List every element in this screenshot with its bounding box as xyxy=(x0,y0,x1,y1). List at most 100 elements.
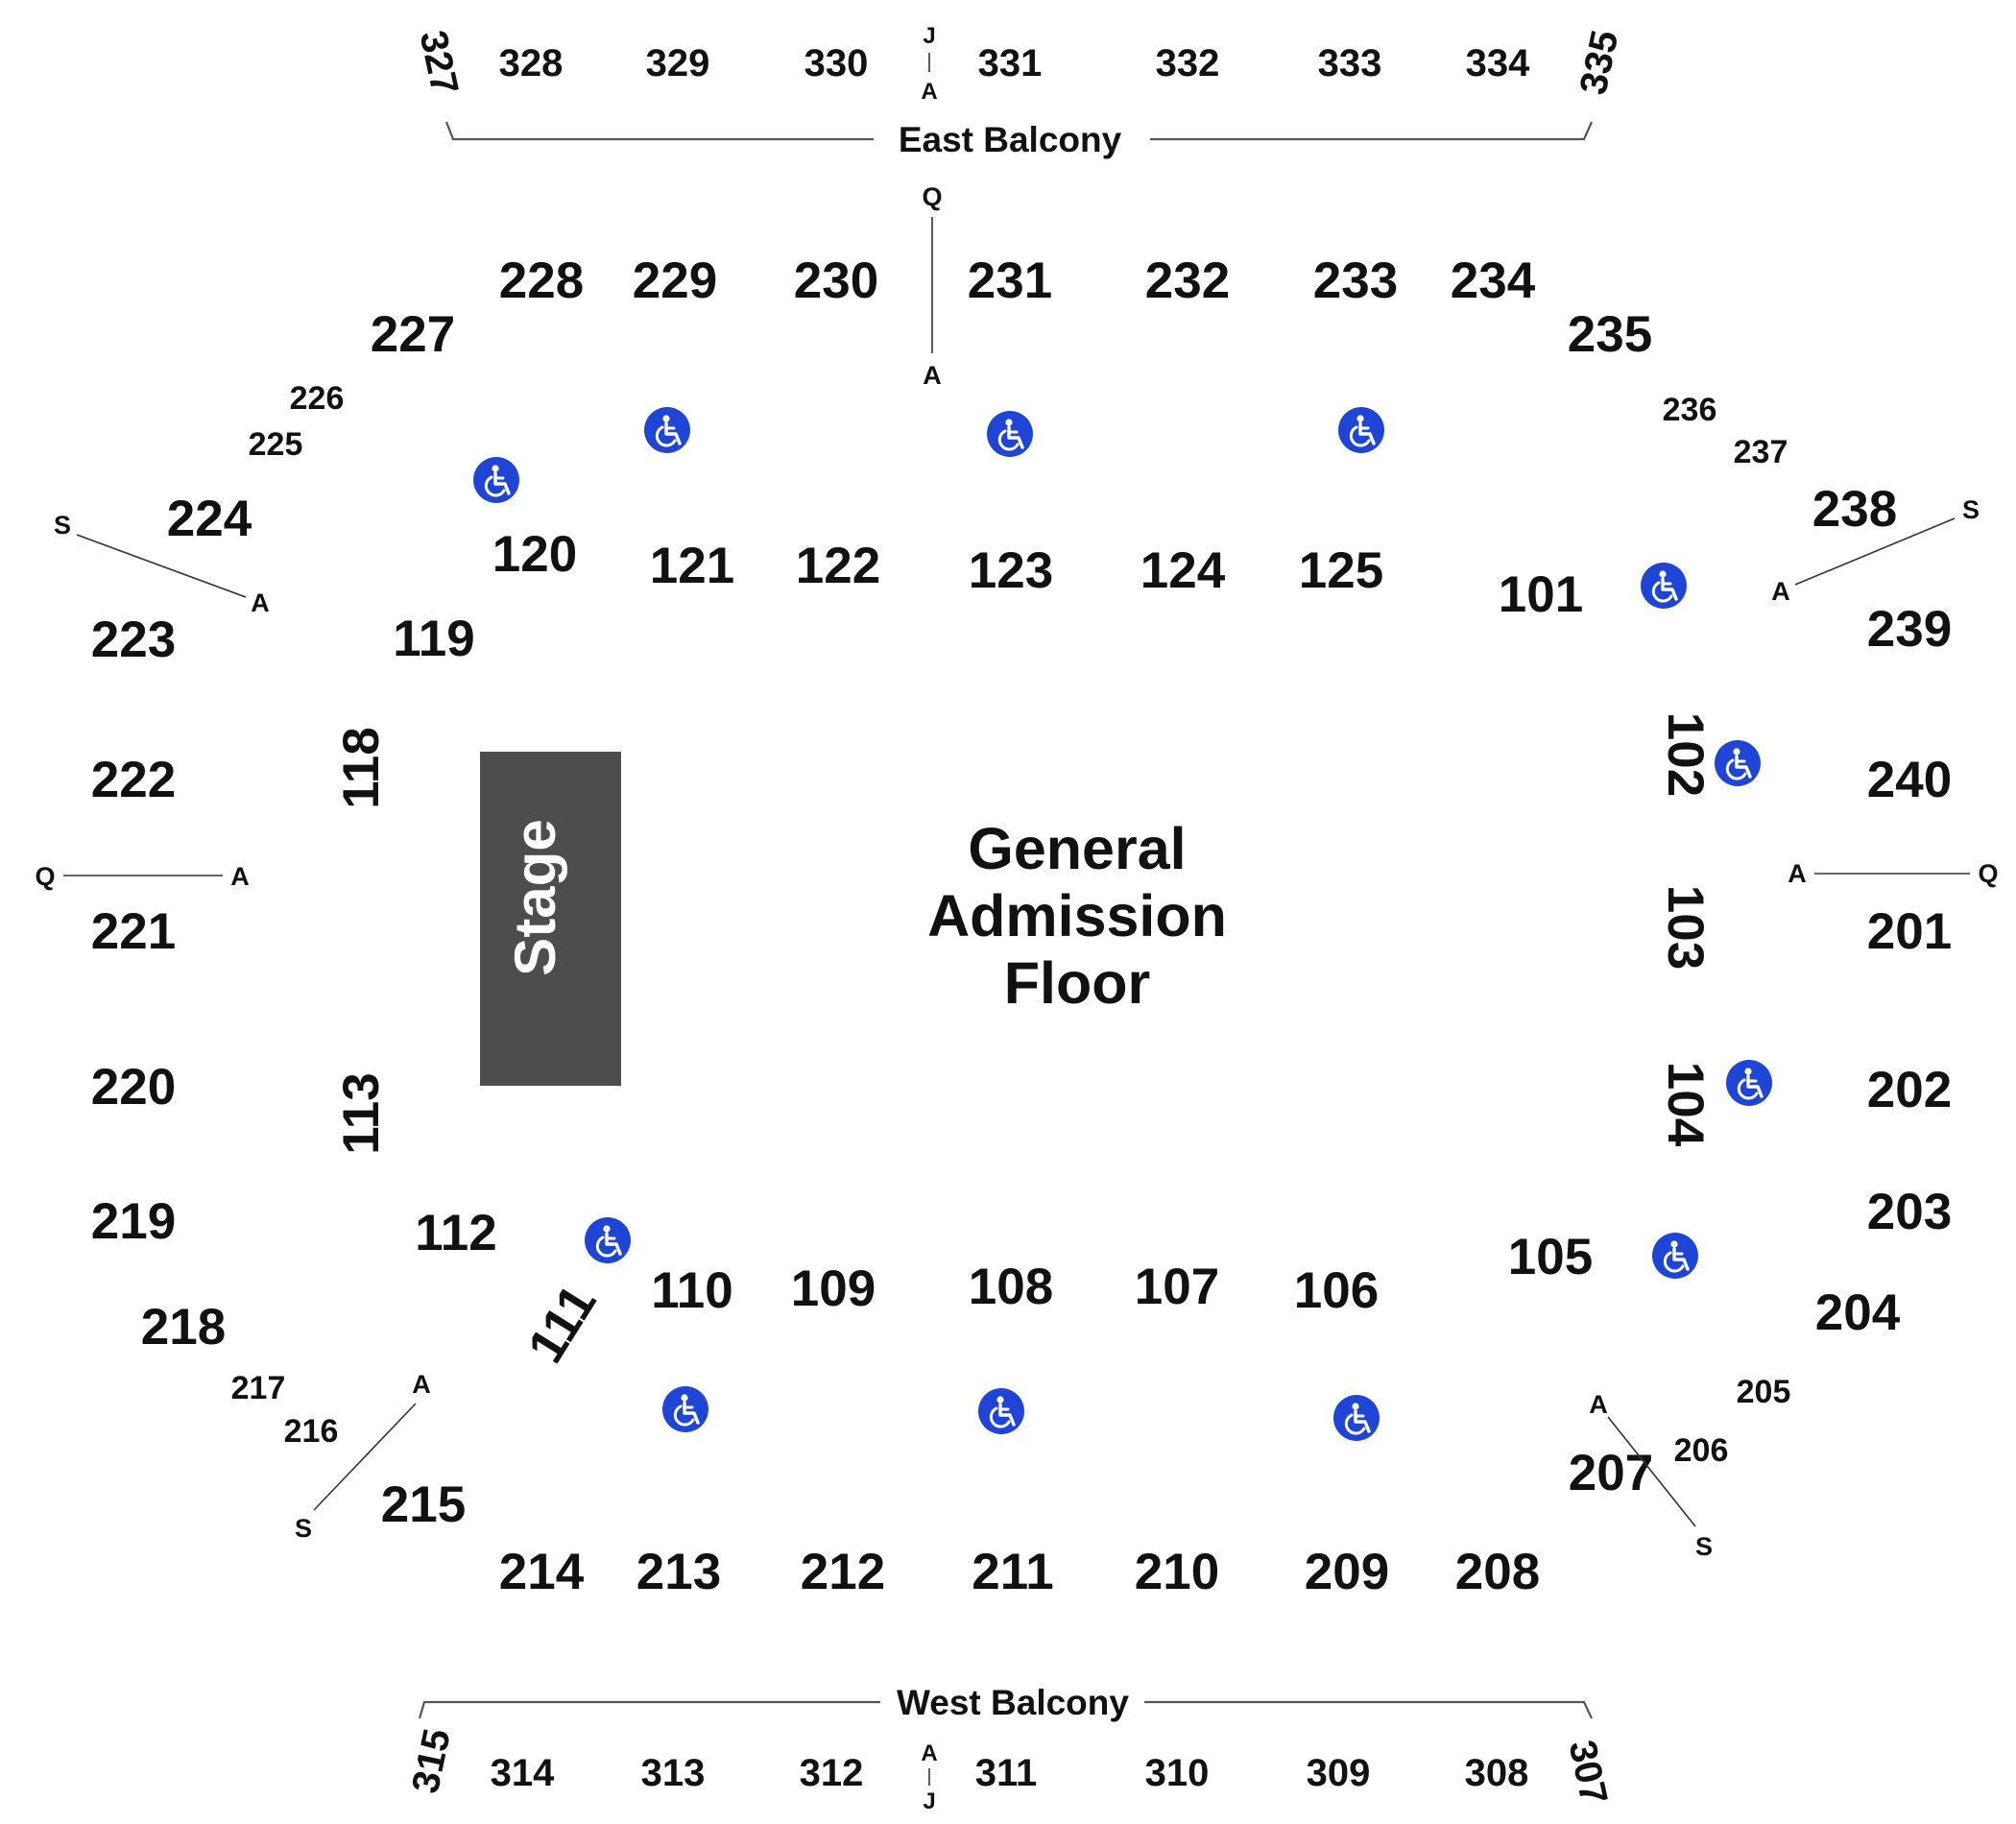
section-112[interactable]: 112 xyxy=(415,1205,497,1261)
section-220[interactable]: 220 xyxy=(91,1059,176,1116)
section-221[interactable]: 221 xyxy=(91,903,176,960)
section-105[interactable]: 105 xyxy=(1508,1229,1593,1285)
section-124[interactable]: 124 xyxy=(1140,542,1226,599)
section-313[interactable]: 313 xyxy=(641,1752,706,1794)
section-222[interactable]: 222 xyxy=(91,752,176,808)
upper-ring-bottom: 214 213 212 211 210 209 208 xyxy=(499,1544,1540,1600)
section-329[interactable]: 329 xyxy=(646,42,710,84)
section-327[interactable]: 327 xyxy=(412,27,467,98)
section-215[interactable]: 215 xyxy=(381,1476,466,1533)
section-335[interactable]: 335 xyxy=(1572,27,1627,98)
section-307[interactable]: 307 xyxy=(1561,1737,1616,1808)
section-228[interactable]: 228 xyxy=(499,252,584,309)
wheelchair-icon[interactable] xyxy=(976,1386,1026,1436)
section-202[interactable]: 202 xyxy=(1867,1062,1952,1118)
section-122[interactable]: 122 xyxy=(796,538,880,594)
section-109[interactable]: 109 xyxy=(791,1260,876,1317)
wheelchair-icon[interactable] xyxy=(1650,1231,1700,1281)
section-234[interactable]: 234 xyxy=(1451,252,1536,309)
wheelchair-icon[interactable] xyxy=(1332,1393,1381,1443)
section-333[interactable]: 333 xyxy=(1318,42,1382,84)
row-label-q: Q xyxy=(35,862,55,891)
section-314[interactable]: 314 xyxy=(491,1752,555,1794)
section-219[interactable]: 219 xyxy=(91,1193,176,1250)
section-334[interactable]: 334 xyxy=(1466,42,1530,84)
section-239[interactable]: 239 xyxy=(1867,601,1952,658)
section-310[interactable]: 310 xyxy=(1145,1752,1210,1794)
section-223[interactable]: 223 xyxy=(91,612,176,668)
section-231[interactable]: 231 xyxy=(968,252,1052,309)
section-111[interactable]: 111 xyxy=(517,1276,608,1373)
section-226[interactable]: 226 xyxy=(290,380,345,417)
section-311[interactable]: 311 xyxy=(975,1752,1038,1794)
wheelchair-icon[interactable] xyxy=(985,409,1035,459)
section-211[interactable]: 211 xyxy=(972,1544,1054,1600)
section-230[interactable]: 230 xyxy=(794,252,878,309)
section-121[interactable]: 121 xyxy=(650,538,734,594)
wheelchair-icon[interactable] xyxy=(583,1215,633,1265)
section-218[interactable]: 218 xyxy=(141,1299,226,1356)
section-216[interactable]: 216 xyxy=(284,1413,339,1450)
section-330[interactable]: 330 xyxy=(804,42,869,84)
row-label-a: A xyxy=(251,588,270,617)
section-108[interactable]: 108 xyxy=(969,1259,1053,1315)
section-237[interactable]: 237 xyxy=(1734,434,1788,470)
section-106[interactable]: 106 xyxy=(1294,1262,1379,1319)
section-102[interactable]: 102 xyxy=(1657,712,1714,797)
section-312[interactable]: 312 xyxy=(800,1752,864,1794)
section-125[interactable]: 125 xyxy=(1299,542,1383,599)
section-235[interactable]: 235 xyxy=(1568,306,1652,363)
section-315[interactable]: 315 xyxy=(404,1725,459,1796)
section-229[interactable]: 229 xyxy=(633,252,717,309)
section-217[interactable]: 217 xyxy=(231,1370,286,1406)
section-208[interactable]: 208 xyxy=(1455,1544,1540,1600)
section-118[interactable]: 118 xyxy=(333,727,390,809)
section-236[interactable]: 236 xyxy=(1663,392,1717,428)
wheelchair-icon[interactable] xyxy=(1336,405,1386,455)
general-admission-floor[interactable]: General Admission Floor xyxy=(927,816,1227,1016)
section-328[interactable]: 328 xyxy=(499,42,564,84)
section-238[interactable]: 238 xyxy=(1812,481,1897,538)
section-123[interactable]: 123 xyxy=(969,542,1053,599)
section-332[interactable]: 332 xyxy=(1156,42,1220,84)
row-label-s: S xyxy=(1695,1532,1713,1561)
section-240[interactable]: 240 xyxy=(1867,752,1952,808)
section-107[interactable]: 107 xyxy=(1135,1259,1219,1315)
section-213[interactable]: 213 xyxy=(636,1544,721,1600)
section-204[interactable]: 204 xyxy=(1815,1284,1901,1341)
section-308[interactable]: 308 xyxy=(1465,1752,1529,1794)
stage[interactable]: Stage xyxy=(480,752,621,1086)
section-214[interactable]: 214 xyxy=(499,1544,585,1600)
wheelchair-icon[interactable] xyxy=(642,405,692,455)
section-207[interactable]: 207 xyxy=(1569,1445,1653,1501)
wheelchair-icon[interactable] xyxy=(1639,561,1689,611)
section-212[interactable]: 212 xyxy=(801,1544,885,1600)
section-101[interactable]: 101 xyxy=(1499,566,1583,623)
wheelchair-icon[interactable] xyxy=(660,1384,710,1434)
wheelchair-icon[interactable] xyxy=(1713,738,1763,788)
row-label-q: Q xyxy=(1978,859,1998,888)
section-104[interactable]: 104 xyxy=(1657,1062,1714,1147)
section-113[interactable]: 113 xyxy=(333,1072,390,1155)
section-103[interactable]: 103 xyxy=(1657,885,1714,970)
section-210[interactable]: 210 xyxy=(1135,1544,1219,1600)
section-309[interactable]: 309 xyxy=(1307,1752,1371,1794)
wheelchair-icon[interactable] xyxy=(471,455,521,505)
section-227[interactable]: 227 xyxy=(371,306,455,363)
floor-label-line3: Floor xyxy=(1004,950,1150,1016)
section-205[interactable]: 205 xyxy=(1737,1374,1791,1410)
wheelchair-icon[interactable] xyxy=(1724,1058,1774,1108)
section-120[interactable]: 120 xyxy=(492,526,577,583)
section-110[interactable]: 110 xyxy=(651,1262,733,1319)
section-203[interactable]: 203 xyxy=(1867,1184,1952,1240)
section-331[interactable]: 331 xyxy=(978,42,1043,84)
section-225[interactable]: 225 xyxy=(249,426,303,463)
section-233[interactable]: 233 xyxy=(1313,252,1398,309)
section-232[interactable]: 232 xyxy=(1145,252,1230,309)
section-224[interactable]: 224 xyxy=(167,491,252,547)
section-119[interactable]: 119 xyxy=(393,611,475,667)
section-201[interactable]: 201 xyxy=(1867,903,1952,960)
section-209[interactable]: 209 xyxy=(1305,1544,1389,1600)
section-206[interactable]: 206 xyxy=(1674,1432,1729,1469)
floor-label-line2: Admission xyxy=(927,883,1227,948)
